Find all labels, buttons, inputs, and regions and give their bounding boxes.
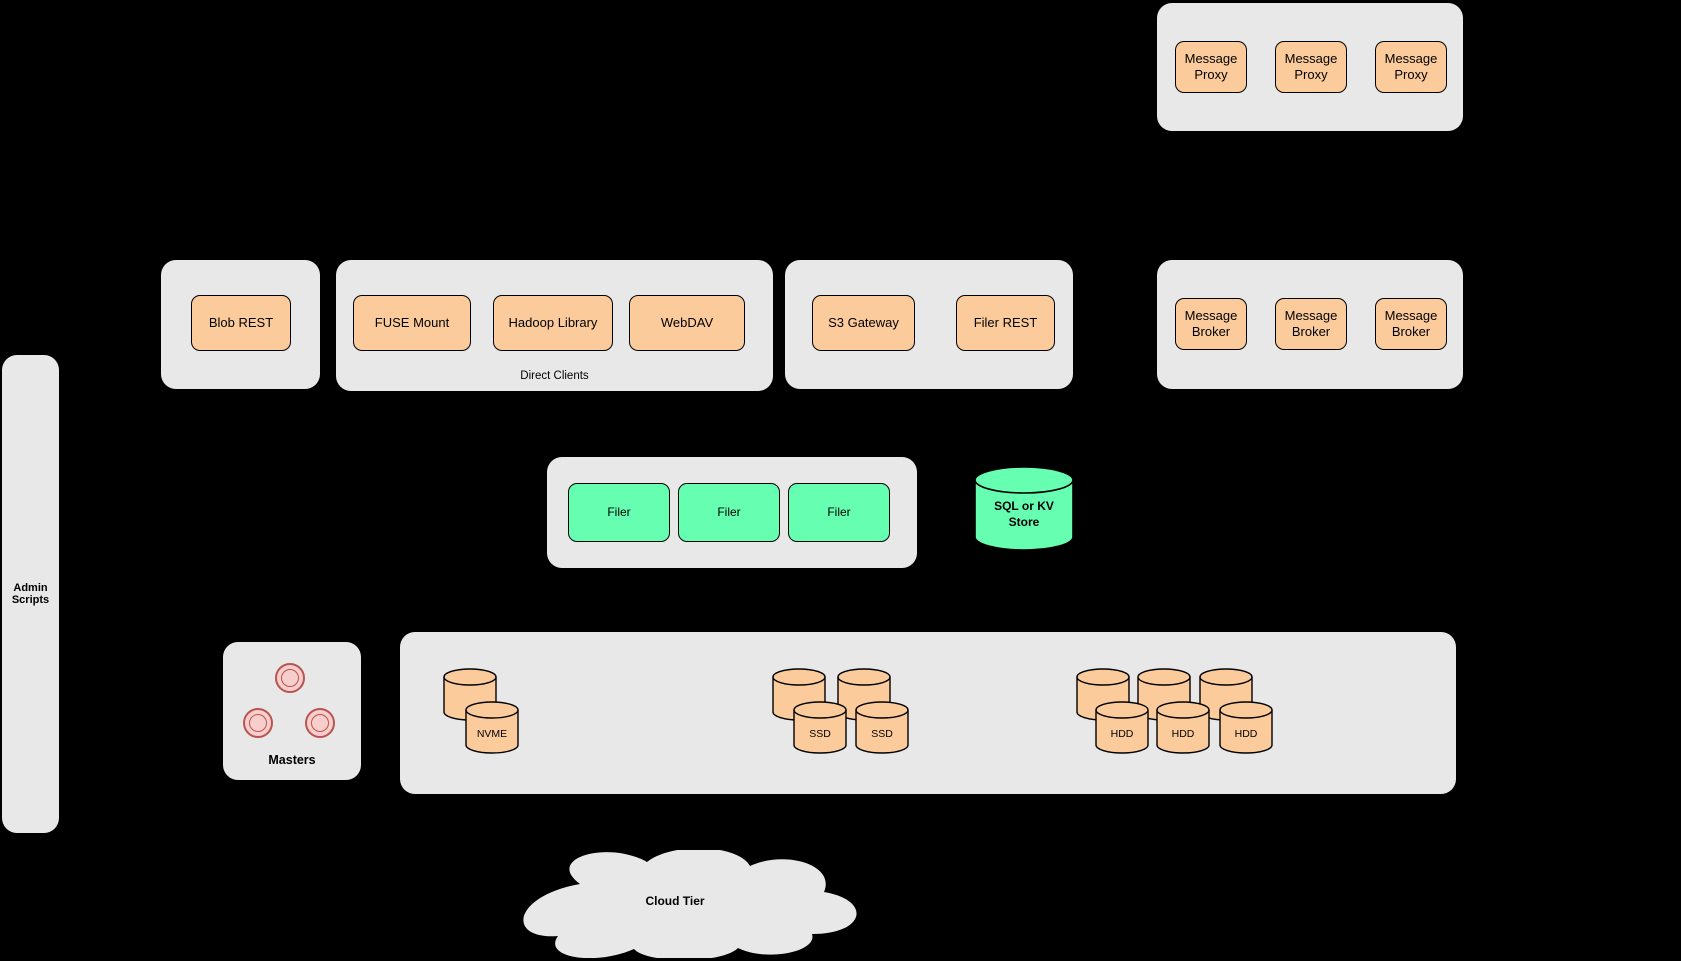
- cloud-tier-label: Cloud Tier: [645, 894, 705, 908]
- message-broker-node: Message Broker: [1375, 298, 1447, 350]
- filer-group: Filer Filer Filer: [547, 457, 917, 568]
- cloud-tier: Cloud Tier: [484, 848, 866, 961]
- ssd-cylinder-icon: SSD: [793, 701, 847, 754]
- hdd-cylinder-icon: HDD: [1219, 701, 1273, 754]
- nvme-cylinder-icon: NVME: [465, 701, 519, 754]
- fuse-mount-node: FUSE Mount: [353, 295, 471, 351]
- admin-scripts-panel: Admin Scripts: [2, 355, 59, 833]
- sql-kv-store-label: SQL or KV Store: [994, 499, 1054, 529]
- masters-label: Masters: [268, 753, 316, 767]
- message-proxy-node: Message Proxy: [1275, 41, 1347, 93]
- message-proxy-group: Message Proxy Message Proxy Message Prox…: [1157, 3, 1463, 131]
- gateway-group: S3 Gateway Filer REST: [785, 260, 1073, 389]
- message-broker-node: Message Broker: [1175, 298, 1247, 350]
- filer-node: Filer: [678, 483, 780, 542]
- hdd-cylinder-icon: HDD: [1095, 701, 1149, 754]
- hadoop-library-node: Hadoop Library: [493, 295, 613, 351]
- filer-node: Filer: [568, 483, 670, 542]
- hdd-cylinder-icon: HDD: [1156, 701, 1210, 754]
- hdd-label: HDD: [1111, 728, 1134, 740]
- s3-gateway-node: S3 Gateway: [812, 295, 915, 351]
- blob-rest-node: Blob REST: [191, 295, 291, 351]
- direct-clients-caption: Direct Clients: [520, 370, 589, 382]
- filer-node: Filer: [788, 483, 890, 542]
- cloud-icon: [523, 848, 857, 961]
- volume-servers-group: NVME SSD SSD HDD HDD HDD: [400, 632, 1456, 794]
- ssd-cylinder-icon: SSD: [855, 701, 909, 754]
- filer-rest-node: Filer REST: [956, 295, 1055, 351]
- ssd-label: SSD: [871, 728, 893, 740]
- master-node-icon: [305, 708, 335, 738]
- hdd-label: HDD: [1235, 728, 1258, 740]
- ssd-label: SSD: [809, 728, 831, 740]
- master-node-icon: [275, 663, 305, 693]
- webdav-node: WebDAV: [629, 295, 745, 351]
- message-proxy-node: Message Proxy: [1175, 41, 1247, 93]
- master-node-icon: [243, 708, 273, 738]
- message-broker-node: Message Broker: [1275, 298, 1347, 350]
- masters-group: Masters: [223, 642, 361, 780]
- message-proxy-node: Message Proxy: [1375, 41, 1447, 93]
- hdd-label: HDD: [1172, 728, 1195, 740]
- sql-kv-store: SQL or KV Store: [974, 466, 1074, 556]
- message-broker-group: Message Broker Message Broker Message Br…: [1157, 260, 1463, 389]
- blob-rest-group: Blob REST: [161, 260, 320, 389]
- admin-scripts-label: Admin Scripts: [11, 582, 50, 606]
- direct-clients-group: FUSE Mount Hadoop Library WebDAV Direct …: [336, 260, 773, 391]
- nvme-label: NVME: [477, 728, 507, 740]
